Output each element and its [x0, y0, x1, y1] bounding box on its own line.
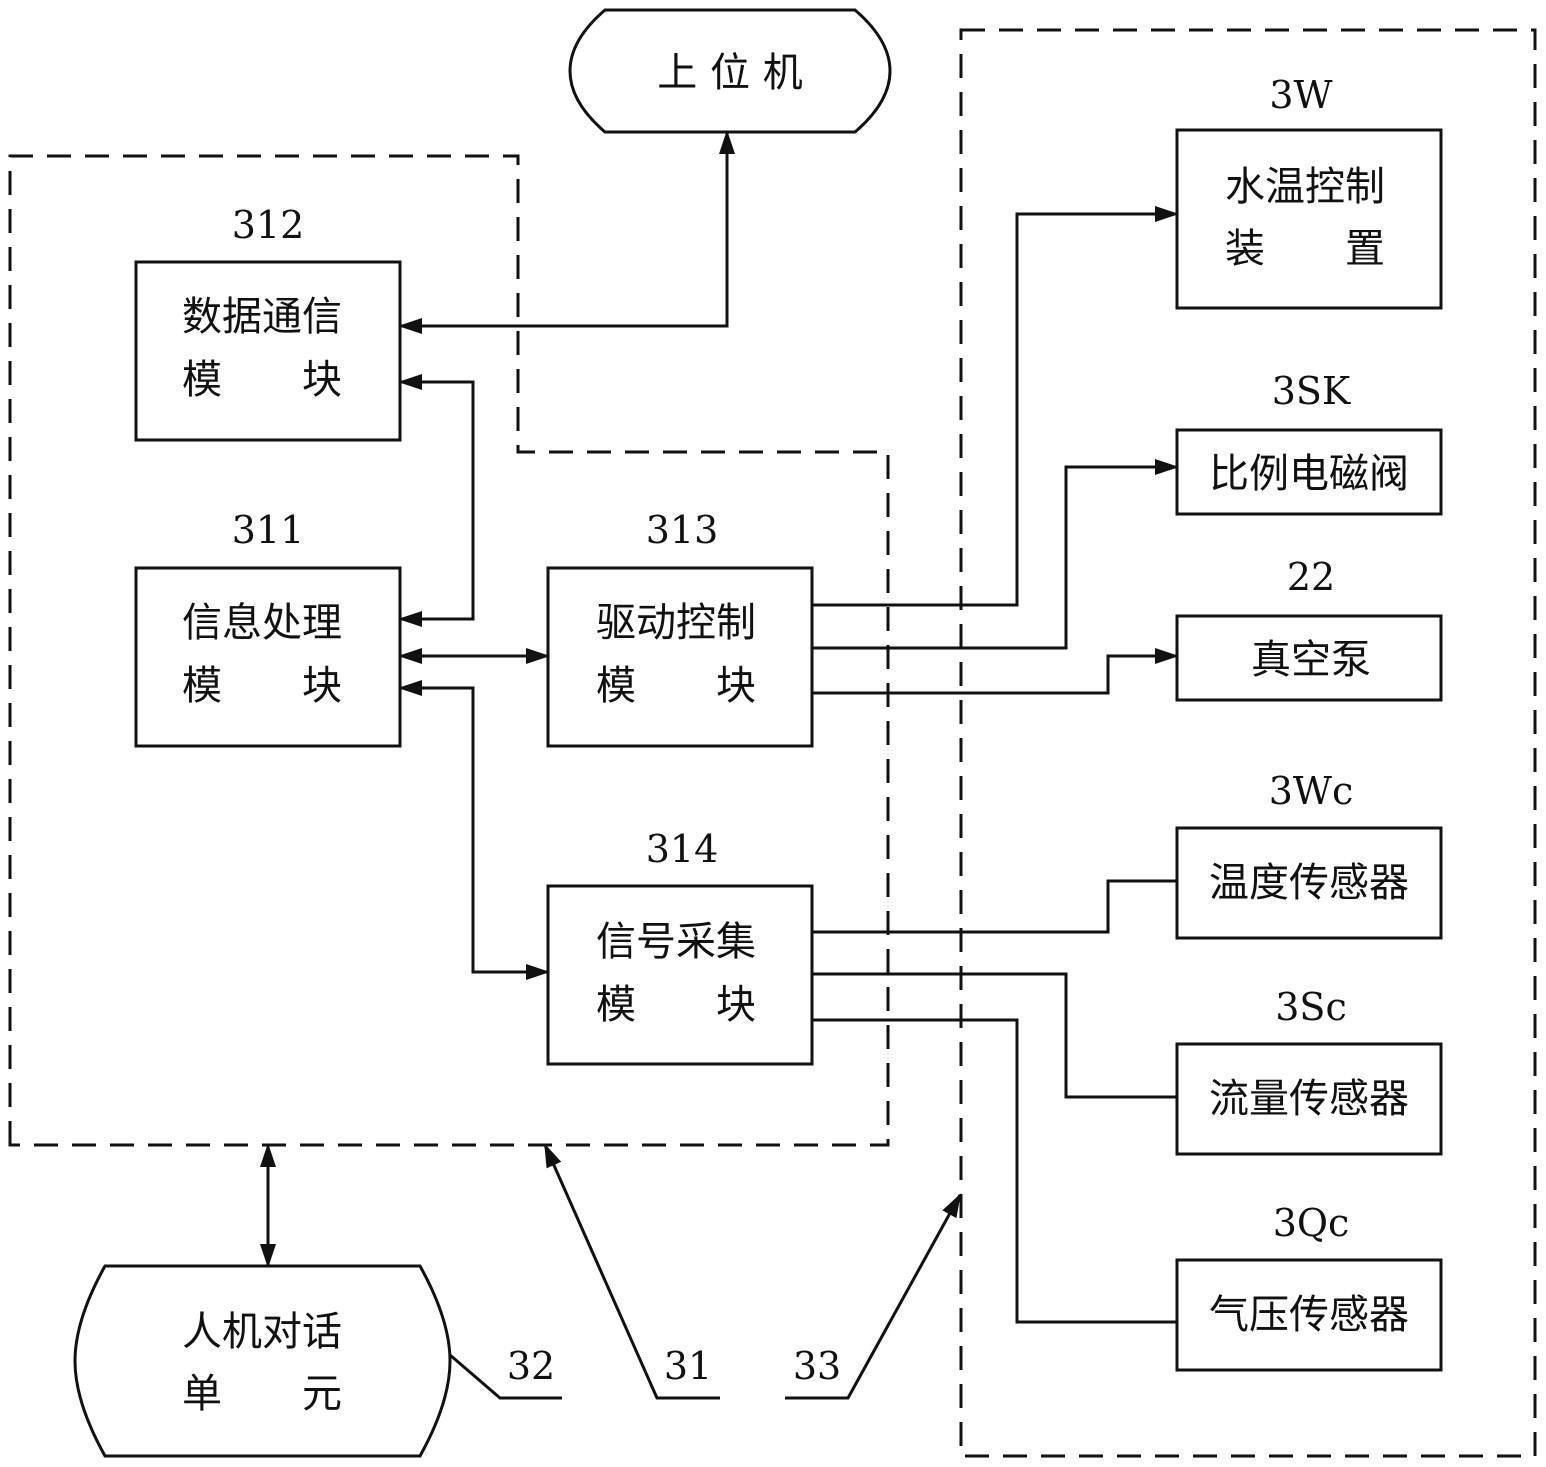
callout-33-leader — [785, 1193, 962, 1400]
device-3qc-label: 气压传感器 — [1209, 1292, 1409, 1338]
link-314-pressure-sensor — [812, 1018, 1177, 1324]
device-3wc-label: 温度传感器 — [1209, 860, 1409, 906]
device-air-pressure-sensor: 3Qc 气压传感器 — [1175, 1201, 1443, 1372]
upper-computer-node: 上 位 机 — [568, 8, 892, 134]
hmi-unit-node: 人机对话 单 元 — [73, 1264, 452, 1458]
device-3w-line2: 装 置 — [1225, 226, 1385, 272]
hmi-unit-line1: 人机对话 — [182, 1309, 342, 1355]
device-3sk-id: 3SK — [1272, 369, 1351, 413]
link-314-flow-sensor — [812, 972, 1177, 1099]
module-312-id: 312 — [232, 203, 305, 247]
device-3wc-id: 3Wc — [1269, 769, 1354, 813]
link-311-314 — [398, 680, 550, 980]
device-22-id: 22 — [1287, 555, 1335, 599]
module-314-line1: 信号采集 — [596, 919, 756, 965]
link-313-proportional-valve — [812, 459, 1179, 650]
callout-32-label: 32 — [507, 1344, 555, 1388]
upper-computer-label: 上 位 机 — [657, 50, 802, 96]
device-3sc-label: 流量传感器 — [1209, 1076, 1409, 1122]
module-314-id: 314 — [646, 827, 719, 871]
device-flow-sensor: 3Sc 流量传感器 — [1175, 985, 1443, 1156]
module-313-line2: 模 块 — [596, 663, 756, 709]
device-3sk-label: 比例电磁阀 — [1209, 451, 1409, 497]
module-312-data-communication: 312 数据通信 模 块 — [134, 203, 402, 442]
module-313-line1: 驱动控制 — [596, 600, 756, 646]
device-3qc-id: 3Qc — [1273, 1201, 1350, 1245]
link-312-upper-computer — [398, 130, 735, 334]
callout-33-label: 33 — [793, 1344, 841, 1388]
device-3sc-id: 3Sc — [1275, 985, 1347, 1029]
module-311-id: 311 — [232, 508, 305, 552]
link-313-vacuum-pump — [812, 648, 1179, 695]
module-312-line2: 模 块 — [182, 357, 342, 403]
module-311-line1: 信息处理 — [182, 600, 342, 646]
callout-32-leader — [449, 1353, 562, 1400]
module-313-id: 313 — [646, 508, 719, 552]
callout-31-label: 31 — [664, 1344, 712, 1388]
module-314-signal-acquisition: 314 信号采集 模 块 — [546, 827, 814, 1066]
hmi-unit-line2: 单 元 — [182, 1371, 342, 1417]
device-vacuum-pump: 22 真空泵 — [1175, 555, 1443, 702]
link-314-temperature-sensor — [812, 879, 1177, 934]
module-311-line2: 模 块 — [182, 663, 342, 709]
link-311-312 — [398, 374, 475, 627]
device-3w-id: 3W — [1269, 73, 1332, 117]
module-314-line2: 模 块 — [596, 982, 756, 1028]
device-water-temperature-control: 3W 水温控制 装 置 — [1175, 73, 1443, 310]
module-312-line1: 数据通信 — [182, 294, 342, 340]
link-313-water-temperature-control — [812, 206, 1179, 607]
field-devices-group-boundary — [959, 28, 1537, 1458]
controller-group-boundary — [8, 154, 890, 1147]
module-311-information-processing: 311 信息处理 模 块 — [134, 508, 402, 748]
device-proportional-solenoid-valve: 3SK 比例电磁阀 — [1175, 369, 1443, 516]
device-temperature-sensor: 3Wc 温度传感器 — [1175, 769, 1443, 940]
device-22-label: 真空泵 — [1251, 637, 1371, 683]
callout-31-leader — [543, 1143, 720, 1400]
device-3w-line1: 水温控制 — [1225, 164, 1385, 210]
module-313-drive-control: 313 驱动控制 模 块 — [546, 508, 814, 748]
